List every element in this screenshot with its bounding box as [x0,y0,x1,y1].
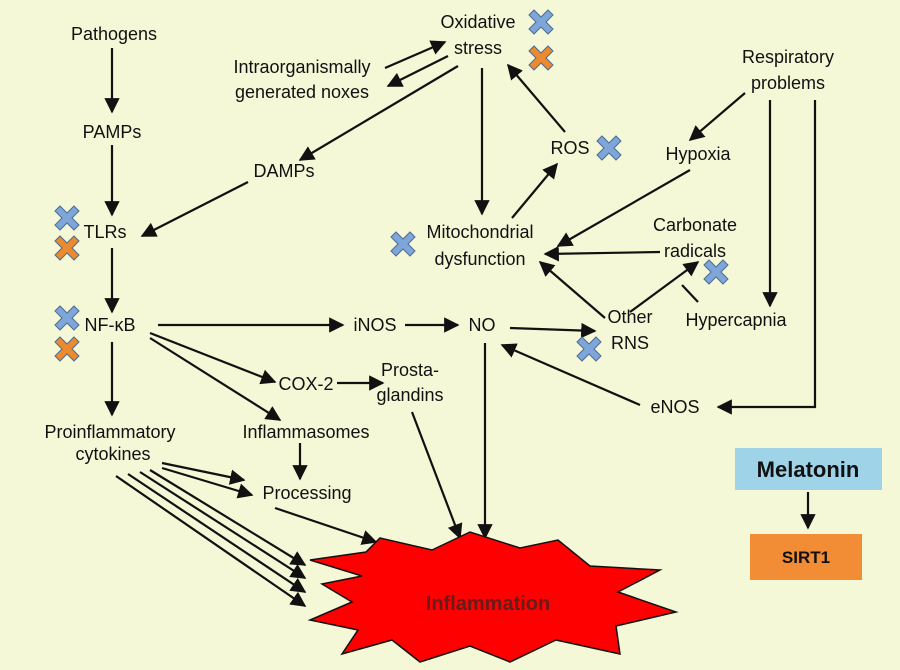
x-mark-icon-blue-tlrs [54,205,80,231]
node-inos: iNOS [353,315,396,335]
x-mark-icon-blue-mito [390,231,416,257]
node-pamps: PAMPs [83,122,142,142]
node-carbonate-line1: Carbonate [653,215,737,235]
arrow-oxidative-damps [298,65,459,161]
node-oxidative-line1: Oxidative [440,12,515,32]
node-noxes-line1: Intraorganismally [233,57,370,77]
node-carbonate-line2: radicals [664,241,726,261]
node-respiratory-line1: Respiratory [742,47,834,67]
arrow-enos-no [500,343,641,407]
node-other-rns-line2: RNS [611,333,649,353]
node-oxidative-line2: stress [454,38,502,58]
x-mark-icon-orange-oxidative [528,45,554,71]
arrow-cytokines-inflammation-3 [127,473,307,593]
arrow-cytokines-inflammation-4 [115,475,307,607]
arrow-noxes-oxidative [384,40,447,70]
node-respiratory-line2: problems [751,73,825,93]
melatonin-box [735,448,882,490]
x-mark-icon-blue-carbonate [703,259,729,285]
node-pathogens: Pathogens [71,24,157,44]
arrow-nfkb-inflammasomes [149,337,282,421]
node-damps: DAMPs [253,161,314,181]
inflammation-starburst [307,531,679,663]
node-mito-line2: dysfunction [434,249,525,269]
node-no: NO [469,315,496,335]
arrow-oxidative-noxes [386,55,449,87]
arrow-cytokines-processing-2 [161,466,254,499]
arrow-no-other-rns [509,322,597,339]
node-labels: Pathogens PAMPs DAMPs TLRs NF-κB Proinfl… [44,12,834,615]
node-prostaglandins-line2: glandins [376,385,443,405]
node-ros: ROS [550,138,589,158]
line-hypercapnia-carbonate [681,284,699,303]
arrow-damps-tlrs [140,181,249,237]
sirt1-box [750,534,862,580]
arrow-prostaglandins-inflammation [410,411,463,540]
node-proinflammatory-line1: Proinflammatory [44,422,175,442]
node-proinflammatory-line2: cytokines [75,444,150,464]
arrow-mito-ros [511,162,558,219]
arrow-ros-oxidative [507,63,566,133]
x-mark-icon-blue-other-rns [576,336,602,362]
arrow-processing-inflammation [274,506,378,545]
arrow-other-rns-mito [538,260,606,319]
node-tlrs: TLRs [83,222,126,242]
x-mark-icon-orange-tlrs [54,235,80,261]
arrow-cytokines-processing-1 [161,461,246,485]
node-cox2: COX-2 [278,374,333,394]
arrow-hypoxia-mito [556,169,691,247]
node-processing: Processing [262,483,351,503]
x-mark-icon-orange-nfkb [54,336,80,362]
node-mito-line1: Mitochondrial [426,222,533,242]
arrow-respiratory-enos [716,100,817,415]
node-nfkb: NF-κB [85,315,136,335]
arrow-cytokines-inflammation-1 [149,469,307,566]
arrow-cytokines-inflammation-2 [139,471,307,579]
sirt1-label: SIRT1 [782,548,830,567]
arrow-nfkb-cox2 [149,331,277,385]
legend: Melatonin SIRT1 [735,448,882,580]
node-noxes-line2: generated noxes [235,82,369,102]
x-mark-icon-blue-oxidative [528,9,554,35]
arrow-other-rns-carbonate [629,261,700,313]
x-mark-icon-blue-nfkb [54,305,80,331]
node-inflammation: Inflammation [426,593,550,615]
node-enos: eNOS [650,397,699,417]
arrow-carbonate-mito [543,246,661,262]
melatonin-label: Melatonin [757,457,860,482]
node-hypoxia: Hypoxia [665,144,731,164]
arrow-respiratory-hypoxia [688,92,746,142]
arrows [104,40,817,607]
node-inflammasomes: Inflammasomes [242,422,369,442]
node-prostaglandins-line1: Prosta- [381,360,439,380]
node-hypercapnia: Hypercapnia [685,310,787,330]
x-mark-icon-blue-ros [596,135,622,161]
node-other-rns-line1: Other [607,307,652,327]
